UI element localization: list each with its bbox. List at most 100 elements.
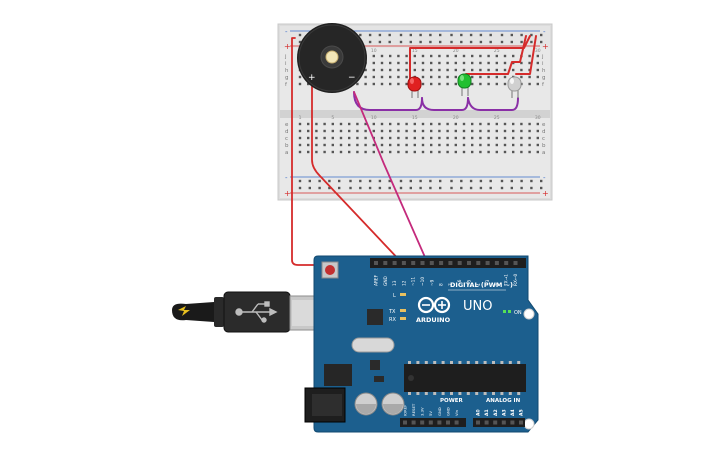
row-letter: c: [285, 136, 288, 142]
power-label: POWER: [440, 398, 464, 404]
header-pin[interactable]: [420, 261, 425, 265]
analog-pin[interactable]: [493, 420, 498, 425]
row-letter: d: [542, 129, 546, 135]
header-pin[interactable]: [411, 261, 416, 265]
arduino-logo-icon: [417, 296, 451, 314]
header-pin-label: ~9: [429, 279, 435, 286]
analog-pin-label: A0: [476, 409, 482, 416]
header-pin[interactable]: [476, 261, 481, 265]
header-pin[interactable]: [494, 261, 499, 265]
header-pin[interactable]: [513, 261, 518, 265]
wire-red-led1[interactable]: [409, 35, 531, 83]
row-letter: g: [542, 75, 546, 81]
column-number: 20: [453, 115, 459, 121]
buzzer-plus-label: +: [308, 73, 316, 83]
row-letter: a: [542, 150, 545, 156]
usb-symbol-icon: [235, 301, 278, 323]
header-pin[interactable]: [374, 261, 378, 265]
power-pin[interactable]: [420, 420, 425, 425]
on-label: ON: [514, 310, 522, 316]
row-letter: e: [285, 122, 289, 128]
led-red[interactable]: [407, 76, 422, 98]
power-pin[interactable]: [403, 420, 407, 425]
rail-plus-label-bottom-right: +: [542, 189, 549, 198]
wire-red-led2[interactable]: [465, 35, 527, 75]
reset-button[interactable]: [321, 261, 339, 279]
row-letter: j: [284, 54, 287, 60]
header-pin-label: 13: [392, 280, 398, 286]
header-pin[interactable]: [401, 261, 406, 265]
header-pin[interactable]: [457, 261, 462, 265]
header-pin[interactable]: [392, 261, 397, 265]
wire-purple-2[interactable]: [421, 97, 469, 111]
header-pin[interactable]: [504, 261, 509, 265]
analog-pin[interactable]: [510, 420, 515, 425]
wire-red-gnd[interactable]: [291, 37, 405, 266]
header-pin[interactable]: [439, 261, 444, 265]
power-pin[interactable]: [454, 420, 459, 425]
header-pin-label: 12: [401, 280, 407, 286]
column-number: 15: [412, 48, 418, 54]
analog-pin[interactable]: [519, 420, 523, 425]
usb-lightning-icon: [178, 306, 190, 316]
capacitor: [381, 392, 405, 416]
header-pin[interactable]: [467, 261, 471, 265]
power-pin-label: IOREF: [402, 405, 407, 416]
led-white[interactable]: [507, 76, 522, 98]
row-letter: b: [542, 143, 546, 149]
brand-label: ARDUINO: [416, 316, 451, 324]
header-pin[interactable]: [383, 261, 388, 265]
analog-pin[interactable]: [484, 420, 489, 425]
row-letter: i: [285, 61, 287, 67]
power-pin-label: Vin: [454, 409, 459, 416]
analog-pin[interactable]: [501, 420, 506, 425]
header-pin[interactable]: [485, 261, 490, 265]
piezo-buzzer[interactable]: + −: [297, 23, 367, 93]
header-pin-label: TX→1: [504, 274, 510, 287]
header-pin-label: ~3: [485, 279, 491, 286]
rail-minus-label: -: [285, 28, 288, 36]
header-pin-label: 4: [476, 283, 482, 286]
long-wires[interactable]: [291, 37, 429, 266]
analog-pin[interactable]: [476, 420, 480, 425]
breadboard-wires[interactable]: [353, 35, 537, 111]
bottom-header-pins[interactable]: [403, 420, 523, 425]
wire-magenta-buzzer[interactable]: [353, 91, 429, 265]
power-header: [400, 418, 466, 427]
row-letter: g: [285, 75, 289, 81]
rail-minus-label-right: -: [543, 28, 546, 36]
power-pin[interactable]: [428, 420, 433, 425]
header-pin-label: 8: [439, 283, 445, 286]
power-pin-label: RESET: [411, 403, 416, 416]
rail-plus-label: +: [284, 42, 291, 51]
row-letter: d: [285, 129, 289, 135]
header-pin[interactable]: [429, 261, 434, 265]
rail-plus-label-right: +: [542, 42, 549, 51]
wire-purple-1[interactable]: [353, 91, 423, 111]
crystal: [351, 337, 395, 353]
analog-header: [473, 418, 525, 427]
analog-label: ANALOG IN: [486, 398, 521, 404]
digital-header-pins[interactable]: [374, 261, 518, 265]
usb-chip: [367, 309, 383, 325]
power-pin[interactable]: [437, 420, 442, 425]
led-green[interactable]: [457, 73, 472, 96]
header-pin[interactable]: [448, 261, 453, 265]
header-pin-label: ~6: [457, 279, 463, 286]
row-letter: a: [285, 150, 288, 156]
wire-red-led3[interactable]: [515, 35, 537, 75]
row-letter: i: [542, 61, 544, 67]
wire-red-buzzer[interactable]: [311, 81, 405, 266]
digital-label: DIGITAL (PWM ~): [450, 281, 513, 289]
power-pin[interactable]: [411, 420, 416, 425]
wire-purple-3[interactable]: [467, 97, 519, 111]
column-number: 10: [371, 115, 377, 121]
power-pin[interactable]: [446, 420, 450, 425]
header-pin-label: GND: [383, 275, 389, 286]
atmega-chip: [404, 361, 526, 395]
row-letter: f: [285, 82, 288, 88]
header-pin-label: ~10: [420, 277, 426, 286]
column-number: 5: [331, 115, 334, 121]
